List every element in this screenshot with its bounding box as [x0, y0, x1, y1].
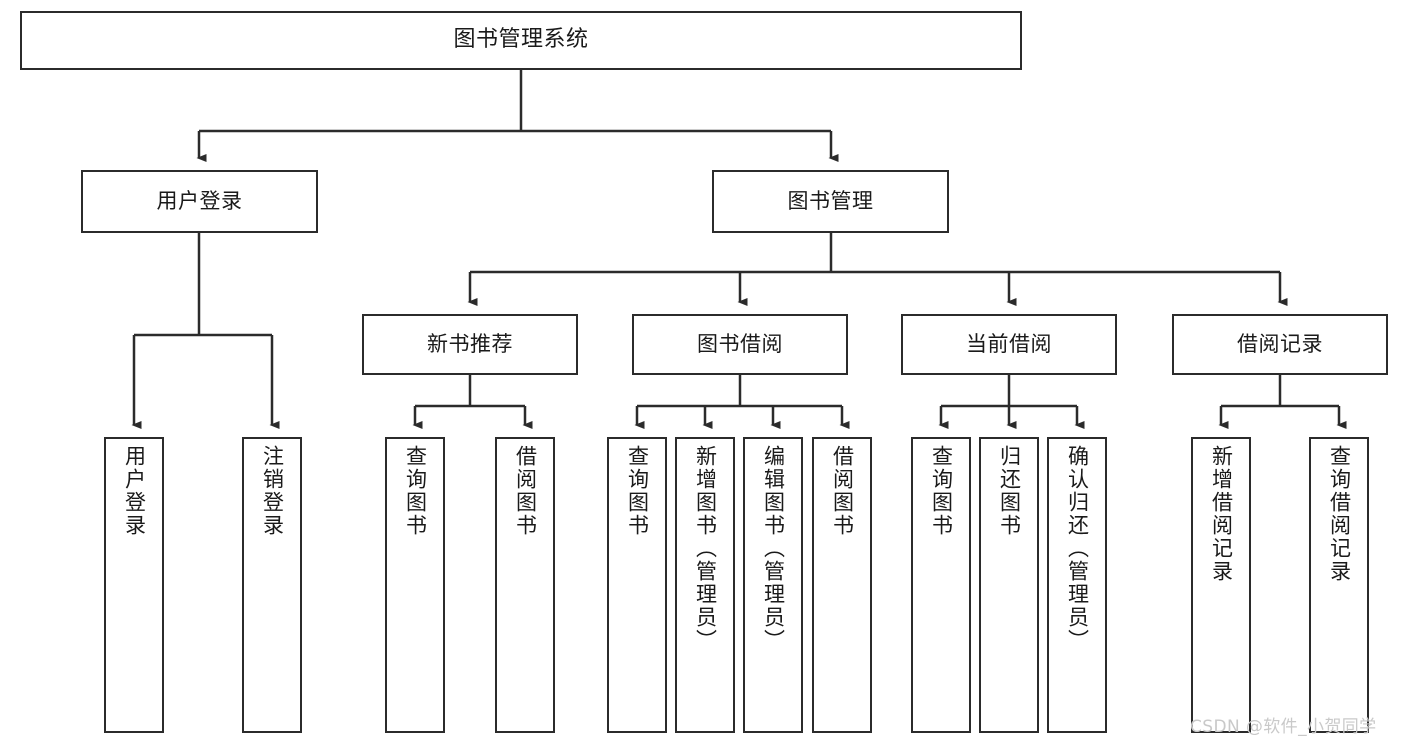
node-label: 图书借阅 [697, 331, 783, 356]
node-user-login[interactable]: 用户登录 [81, 170, 318, 233]
node-label: 确认归还（管理员） [1065, 445, 1090, 652]
node-current-borrow[interactable]: 当前借阅 [901, 314, 1117, 375]
leaf-borrow-record-query[interactable]: 查询借阅记录 [1309, 437, 1369, 733]
node-new-book-recommend[interactable]: 新书推荐 [362, 314, 578, 375]
leaf-book-borrow-add[interactable]: 新增图书（管理员） [675, 437, 735, 733]
node-label: 新增借阅记录 [1209, 445, 1234, 583]
node-label: 借阅图书 [513, 445, 538, 537]
node-label: 新增图书（管理员） [693, 445, 718, 652]
node-label: 借阅记录 [1237, 331, 1323, 356]
node-label: 用户登录 [122, 445, 147, 537]
node-label: 图书管理 [787, 188, 874, 213]
node-label: 用户登录 [156, 188, 243, 213]
node-label: 查询借阅记录 [1327, 445, 1352, 583]
node-book-management[interactable]: 图书管理 [712, 170, 949, 233]
leaf-user-login-login[interactable]: 用户登录 [104, 437, 164, 733]
leaf-current-borrow-query[interactable]: 查询图书 [911, 437, 971, 733]
leaf-new-book-borrow[interactable]: 借阅图书 [495, 437, 555, 733]
leaf-current-borrow-confirm-return[interactable]: 确认归还（管理员） [1047, 437, 1107, 733]
leaf-book-borrow-borrow[interactable]: 借阅图书 [812, 437, 872, 733]
node-label: 图书管理系统 [453, 27, 589, 53]
leaf-borrow-record-add[interactable]: 新增借阅记录 [1191, 437, 1251, 733]
leaf-current-borrow-return[interactable]: 归还图书 [979, 437, 1039, 733]
node-label: 查询图书 [403, 445, 428, 537]
node-book-borrow[interactable]: 图书借阅 [632, 314, 848, 375]
node-label: 查询图书 [625, 445, 650, 537]
node-label: 注销登录 [260, 445, 285, 537]
node-root-system[interactable]: 图书管理系统 [20, 11, 1022, 70]
node-label: 新书推荐 [427, 331, 513, 356]
node-label: 查询图书 [929, 445, 954, 537]
node-label: 当前借阅 [966, 331, 1052, 356]
leaf-book-borrow-edit[interactable]: 编辑图书（管理员） [743, 437, 803, 733]
node-label: 借阅图书 [830, 445, 855, 537]
leaf-book-borrow-query[interactable]: 查询图书 [607, 437, 667, 733]
csdn-watermark: CSDN @软件_小贺同学 [1190, 717, 1377, 737]
leaf-new-book-query[interactable]: 查询图书 [385, 437, 445, 733]
node-label: 归还图书 [997, 445, 1022, 537]
leaf-user-login-logout[interactable]: 注销登录 [242, 437, 302, 733]
node-borrow-record[interactable]: 借阅记录 [1172, 314, 1388, 375]
node-label: 编辑图书（管理员） [761, 445, 786, 652]
